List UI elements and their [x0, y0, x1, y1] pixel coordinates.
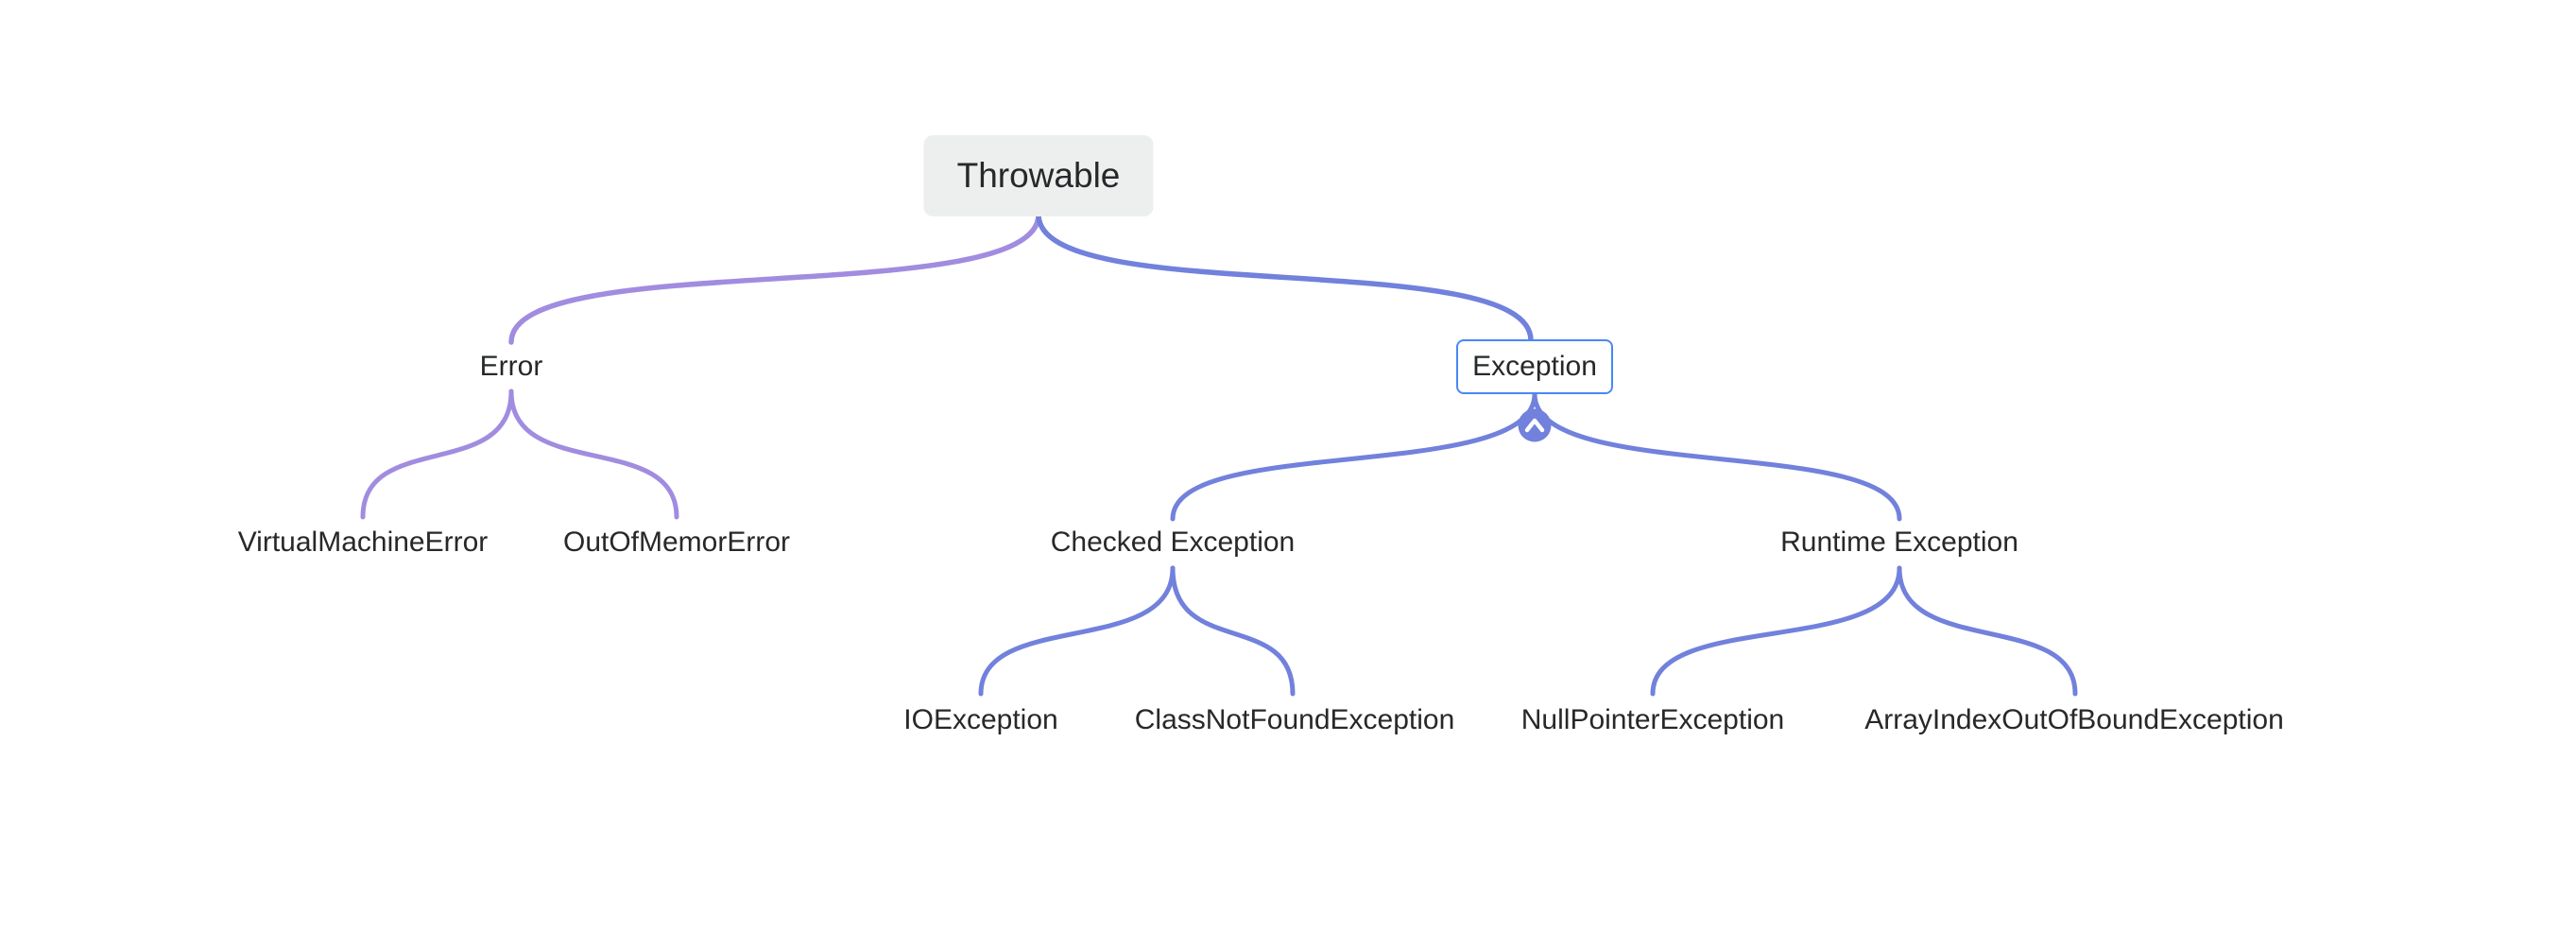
node-error[interactable]: Error [479, 350, 543, 382]
collapse-toggle-exception[interactable] [1518, 408, 1552, 442]
branch-exception-runtime [1532, 391, 1902, 522]
node-throwable[interactable]: Throwable [923, 135, 1154, 216]
branch-throwable-exception [1036, 212, 1534, 343]
node-arrayindexoutofboundexception[interactable]: ArrayIndexOutOfBoundException [1864, 703, 2284, 735]
collapse-toggle-circle[interactable] [1518, 408, 1552, 442]
node-nullpointerexception[interactable]: NullPointerException [1520, 703, 1785, 735]
branch-error-virtualmachineerror [360, 388, 514, 520]
branch-runtime-nullpointer [1650, 565, 1902, 697]
node-exception[interactable]: Exception [1456, 339, 1613, 394]
branch-checked-ioexception [978, 565, 1176, 697]
node-outofmemorerror[interactable]: OutOfMemorError [562, 526, 791, 558]
node-virtualmachineerror[interactable]: VirtualMachineError [237, 526, 489, 558]
branch-runtime-arrayindex [1897, 565, 2078, 697]
branch-exception-checked [1170, 391, 1537, 522]
node-classnotfoundexception[interactable]: ClassNotFoundException [1134, 703, 1455, 735]
branch-checked-classnotfound [1170, 565, 1296, 697]
chevron-up-icon [1524, 418, 1545, 433]
node-checked-exception[interactable]: Checked Exception [1050, 526, 1296, 558]
node-runtime-exception[interactable]: Runtime Exception [1780, 526, 2018, 558]
branch-error-outofmemorerror [508, 388, 679, 520]
node-ioexception[interactable]: IOException [903, 703, 1058, 735]
branch-throwable-error [508, 212, 1041, 345]
